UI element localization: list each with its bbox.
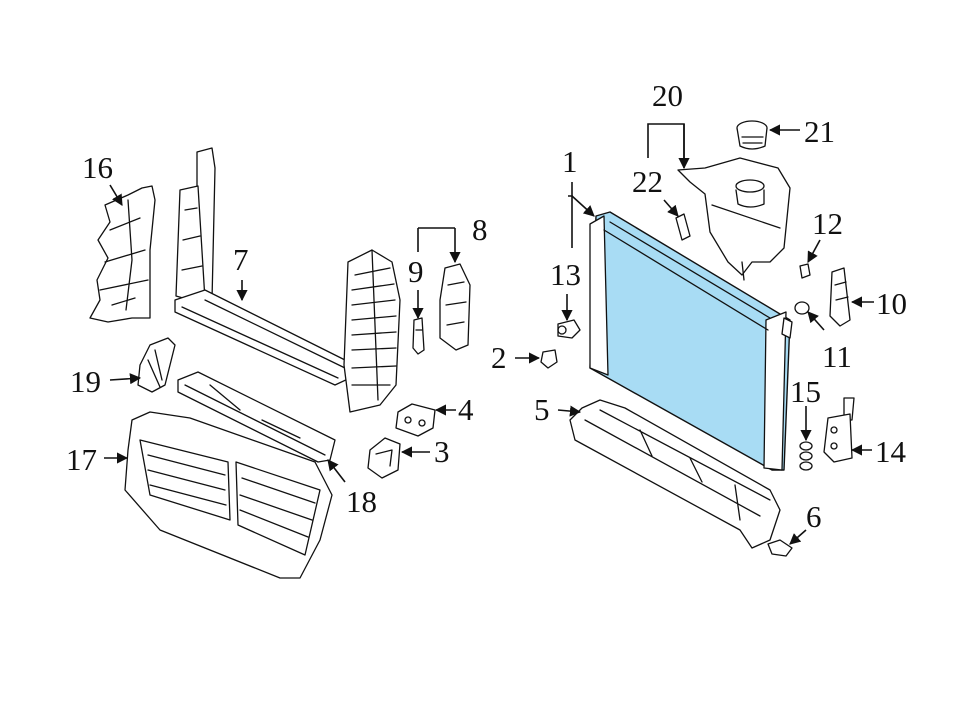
part-20-expansion-tank[interactable] [677, 157, 791, 281]
part-8-mount-bracket[interactable] [439, 263, 471, 351]
callout-4: 4 [458, 392, 474, 427]
part-4-bracket[interactable] [395, 403, 436, 437]
part-12-connector[interactable] [799, 263, 811, 279]
callout-13: 13 [550, 257, 581, 292]
callout-8: 8 [472, 212, 488, 247]
part-19-shroud[interactable] [137, 337, 176, 393]
callout-9: 9 [408, 254, 424, 289]
callout-16: 16 [82, 150, 113, 185]
part-3-bracket[interactable] [367, 437, 401, 479]
callout-3: 3 [434, 434, 450, 469]
callout-11: 11 [822, 339, 852, 374]
callout-22: 22 [632, 164, 663, 199]
part-14-housing[interactable] [823, 397, 855, 463]
part-5-lower-carrier[interactable] [569, 399, 781, 549]
part-16-air-duct-left[interactable] [89, 185, 156, 323]
part-10-seal-strip[interactable] [829, 267, 851, 327]
callout-21: 21 [804, 114, 835, 149]
callout-20: 20 [652, 78, 683, 113]
callout-1: 1 [562, 144, 578, 179]
callout-19: 19 [70, 364, 101, 399]
callout-10: 10 [876, 286, 907, 321]
callout-18: 18 [346, 484, 377, 519]
callout-14: 14 [875, 434, 907, 469]
part-7-radiator-support[interactable] [174, 147, 401, 413]
callout-17: 17 [66, 442, 97, 477]
part-13-connector[interactable] [557, 319, 581, 339]
callout-15: 15 [790, 374, 821, 409]
part-17-grille-shroud[interactable] [124, 411, 333, 579]
callout-12: 12 [812, 206, 843, 241]
callout-labels: 1 2 3 4 5 6 7 8 9 10 11 12 13 14 15 16 1… [66, 78, 907, 534]
part-15-gaskets[interactable] [799, 441, 813, 471]
part-9-bracket[interactable] [412, 317, 425, 355]
part-6-clip[interactable] [767, 539, 793, 557]
callout-7: 7 [233, 242, 249, 277]
part-11-o-ring[interactable] [794, 301, 810, 315]
callout-6: 6 [806, 499, 822, 534]
part-21-cap[interactable] [736, 120, 768, 150]
part-2-plug[interactable] [540, 349, 558, 369]
callout-2: 2 [491, 340, 507, 375]
callout-5: 5 [534, 392, 550, 427]
part-1-radiator[interactable] [589, 211, 793, 471]
part-22-fitting[interactable] [675, 213, 691, 241]
leader-lines [104, 123, 874, 545]
